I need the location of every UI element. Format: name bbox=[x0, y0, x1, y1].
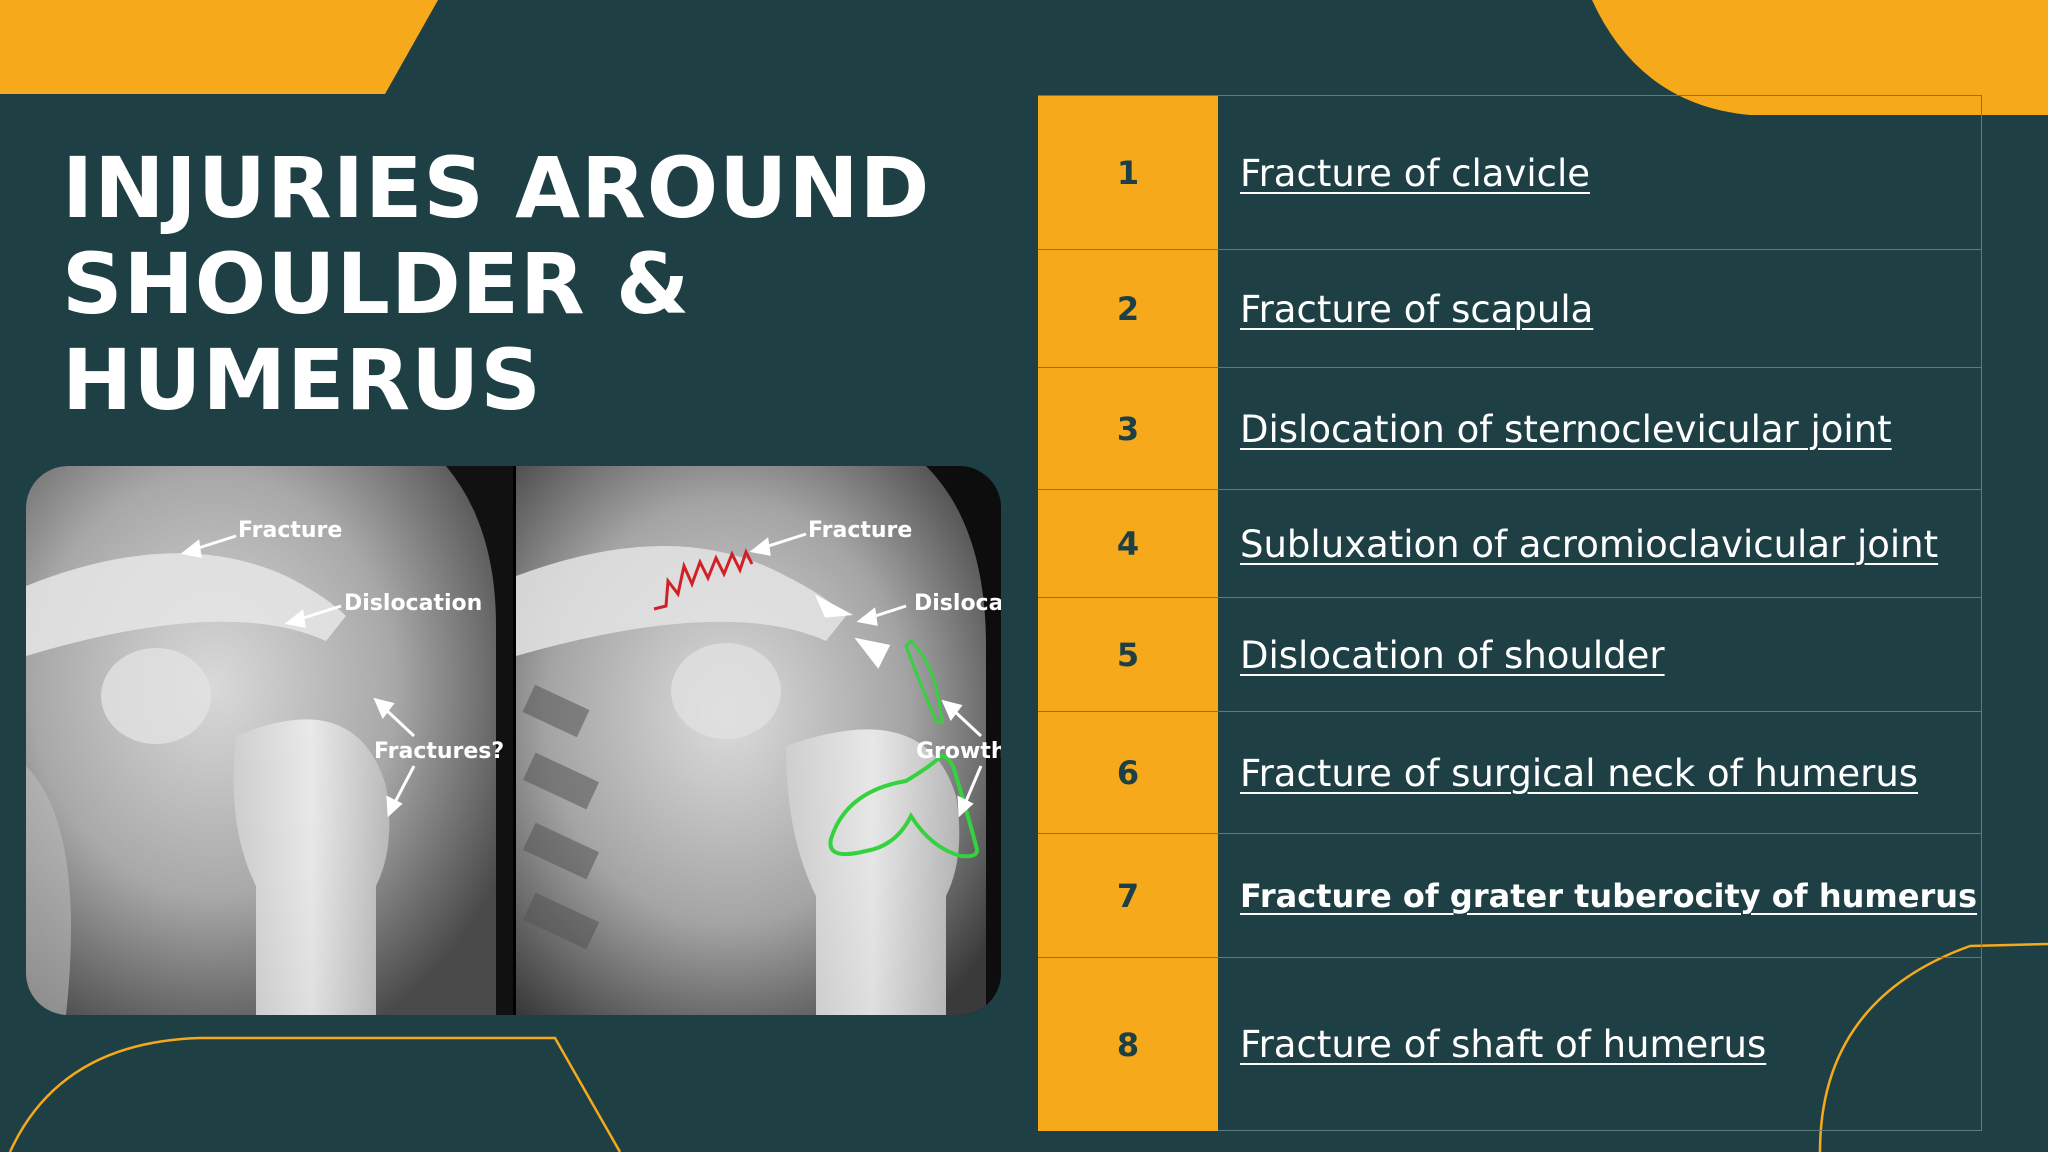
bottom-right-outline-shape bbox=[1818, 942, 2048, 1152]
topic-row-5: 5 Dislocation of shoulder bbox=[1038, 597, 1981, 712]
topic-number: 2 bbox=[1038, 250, 1218, 368]
slide-title: INJURIES AROUND SHOULDER & HUMERUS bbox=[62, 140, 962, 428]
topic-number: 3 bbox=[1038, 368, 1218, 490]
topic-row-4: 4 Subluxation of acromioclavicular joint bbox=[1038, 489, 1981, 598]
topic-row-2: 2 Fracture of scapula bbox=[1038, 249, 1981, 368]
title-line-2: SHOULDER & bbox=[62, 235, 691, 333]
topic-link-dislocation-sternoclavicular[interactable]: Dislocation of sternoclevicular joint bbox=[1240, 407, 1892, 451]
topic-row-1: 1 Fracture of clavicle bbox=[1038, 95, 1981, 250]
topic-link-fracture-surgical-neck[interactable]: Fracture of surgical neck of humerus bbox=[1240, 751, 1919, 795]
title-line-3: HUMERUS bbox=[62, 331, 542, 429]
topic-link-fracture-of-scapula[interactable]: Fracture of scapula bbox=[1240, 287, 1594, 331]
topic-number: 5 bbox=[1038, 598, 1218, 712]
topic-link-fracture-of-clavicle[interactable]: Fracture of clavicle bbox=[1240, 151, 1590, 195]
top-right-accent-shape bbox=[1592, 0, 2048, 115]
topic-row-8: 8 Fracture of shaft of humerus bbox=[1038, 957, 1981, 1131]
topic-number: 8 bbox=[1038, 958, 1218, 1131]
topic-link-dislocation-of-shoulder[interactable]: Dislocation of shoulder bbox=[1240, 633, 1665, 677]
xray-label-fractures-question: Fractures? bbox=[374, 739, 504, 764]
topic-number: 4 bbox=[1038, 490, 1218, 598]
xray-left-panel: Fracture Dislocation Fractures? bbox=[26, 466, 513, 1015]
topic-number: 7 bbox=[1038, 834, 1218, 958]
title-line-1: INJURIES AROUND bbox=[62, 139, 931, 237]
topic-link-fracture-shaft-humerus[interactable]: Fracture of shaft of humerus bbox=[1240, 1023, 1767, 1066]
topic-row-7: 7 Fracture of grater tuberocity of humer… bbox=[1038, 833, 1981, 958]
xray-label-fracture-right: Fracture bbox=[808, 518, 912, 543]
xray-label-dislocation-left: Dislocation bbox=[344, 591, 482, 616]
topic-row-6: 6 Fracture of surgical neck of humerus bbox=[1038, 711, 1981, 834]
top-left-accent-shape bbox=[0, 0, 438, 94]
topics-table: 1 Fracture of clavicle 2 Fracture of sca… bbox=[1038, 95, 1982, 1131]
topic-link-subluxation-acromioclavicular[interactable]: Subluxation of acromioclavicular joint bbox=[1240, 522, 1939, 566]
xray-label-growth: Growth bbox=[916, 739, 1001, 764]
xray-label-dislocation-right: Dislocat bbox=[914, 591, 1001, 616]
xray-right-panel: Fracture Dislocat Growth bbox=[516, 466, 1001, 1015]
bottom-left-outline-shape bbox=[8, 1036, 622, 1152]
xray-label-fracture-left: Fracture bbox=[238, 518, 342, 543]
topic-row-3: 3 Dislocation of sternoclevicular joint bbox=[1038, 367, 1981, 490]
shoulder-xray-image: Fracture Dislocation Fractures? bbox=[26, 466, 1001, 1015]
topic-number: 6 bbox=[1038, 712, 1218, 834]
topic-number: 1 bbox=[1038, 96, 1218, 250]
topic-link-fracture-greater-tuberosity[interactable]: Fracture of grater tuberocity of humerus bbox=[1240, 877, 1978, 915]
